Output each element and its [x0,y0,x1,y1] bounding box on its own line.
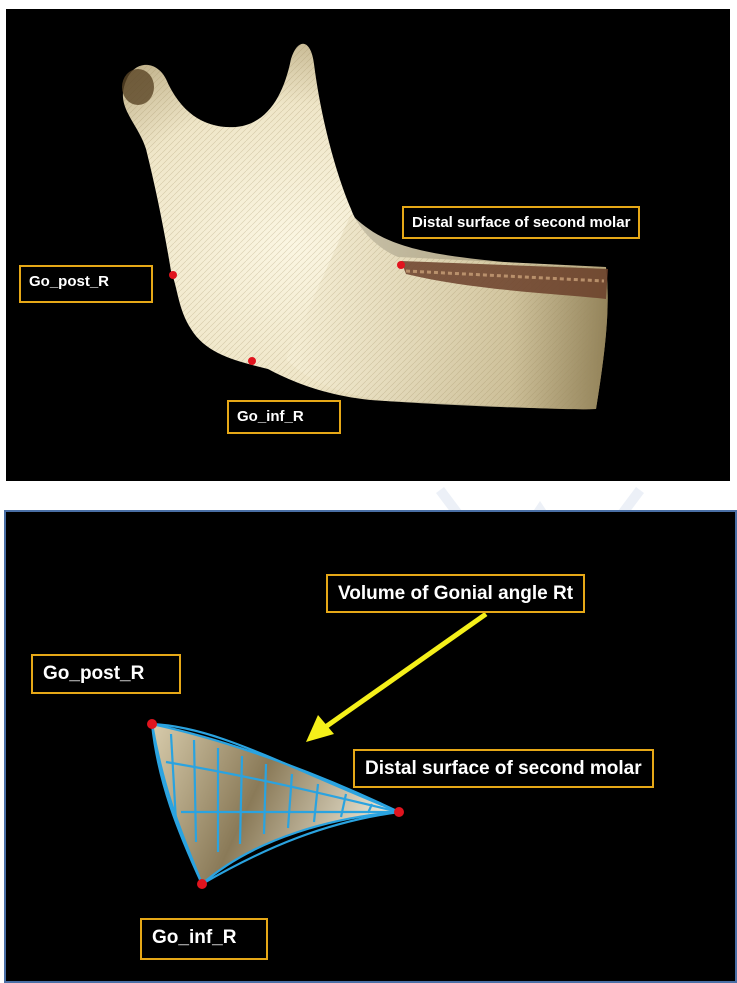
mandible-3d-view: Distal surface of second molar Go_post_R… [6,9,730,481]
mandible-render [6,9,730,481]
label-distal-surface: Distal surface of second molar [402,206,640,239]
go-post-point [169,271,177,279]
distal-molar-point [397,261,405,269]
label-go-post: Go_post_R [19,265,153,303]
go-inf-point [197,879,207,889]
label-volume-gonial-angle: Volume of Gonial angle Rt [326,574,585,613]
go-post-point [147,719,157,729]
gonial-volume-view: Volume of Gonial angle Rt Go_post_R Dist… [4,510,737,983]
go-inf-point [248,357,256,365]
arrow-to-volume [306,614,486,742]
label-distal-surface: Distal surface of second molar [353,749,654,788]
label-go-post: Go_post_R [31,654,181,694]
label-go-inf: Go_inf_R [140,918,268,960]
label-go-inf: Go_inf_R [227,400,341,434]
distal-molar-point [394,807,404,817]
